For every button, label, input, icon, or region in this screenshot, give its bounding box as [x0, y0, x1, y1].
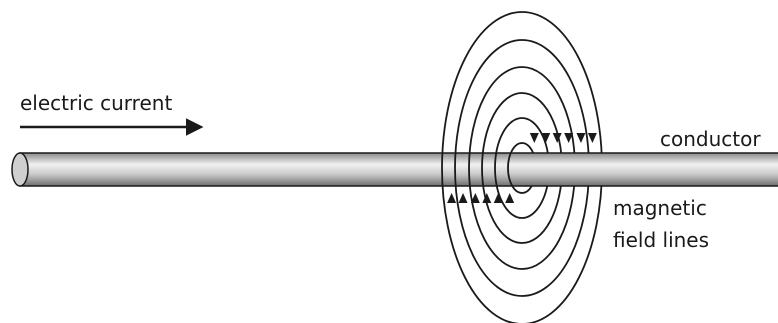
conductor-end-cap: [12, 153, 28, 186]
conductor-rod: [12, 153, 778, 186]
field-arrow-up-2: [459, 193, 468, 203]
field-arrow-up-5: [494, 193, 503, 203]
field-arrow-down-3: [564, 133, 573, 143]
field-arrow-up-3: [471, 193, 480, 203]
magnetic-label: magnetic: [613, 196, 707, 220]
conductor-label: conductor: [660, 127, 761, 151]
field-arrow-down-2: [576, 133, 585, 143]
field-arrow-down-1: [588, 133, 597, 143]
field-arrow-up-6: [505, 193, 514, 203]
field-lines-label: field lines: [613, 228, 709, 252]
field-arrow-up-1: [447, 193, 456, 203]
field-arrow-down-5: [541, 133, 550, 143]
field-arrow-down-6: [530, 133, 539, 143]
electric-current-label: electric current: [20, 91, 172, 115]
